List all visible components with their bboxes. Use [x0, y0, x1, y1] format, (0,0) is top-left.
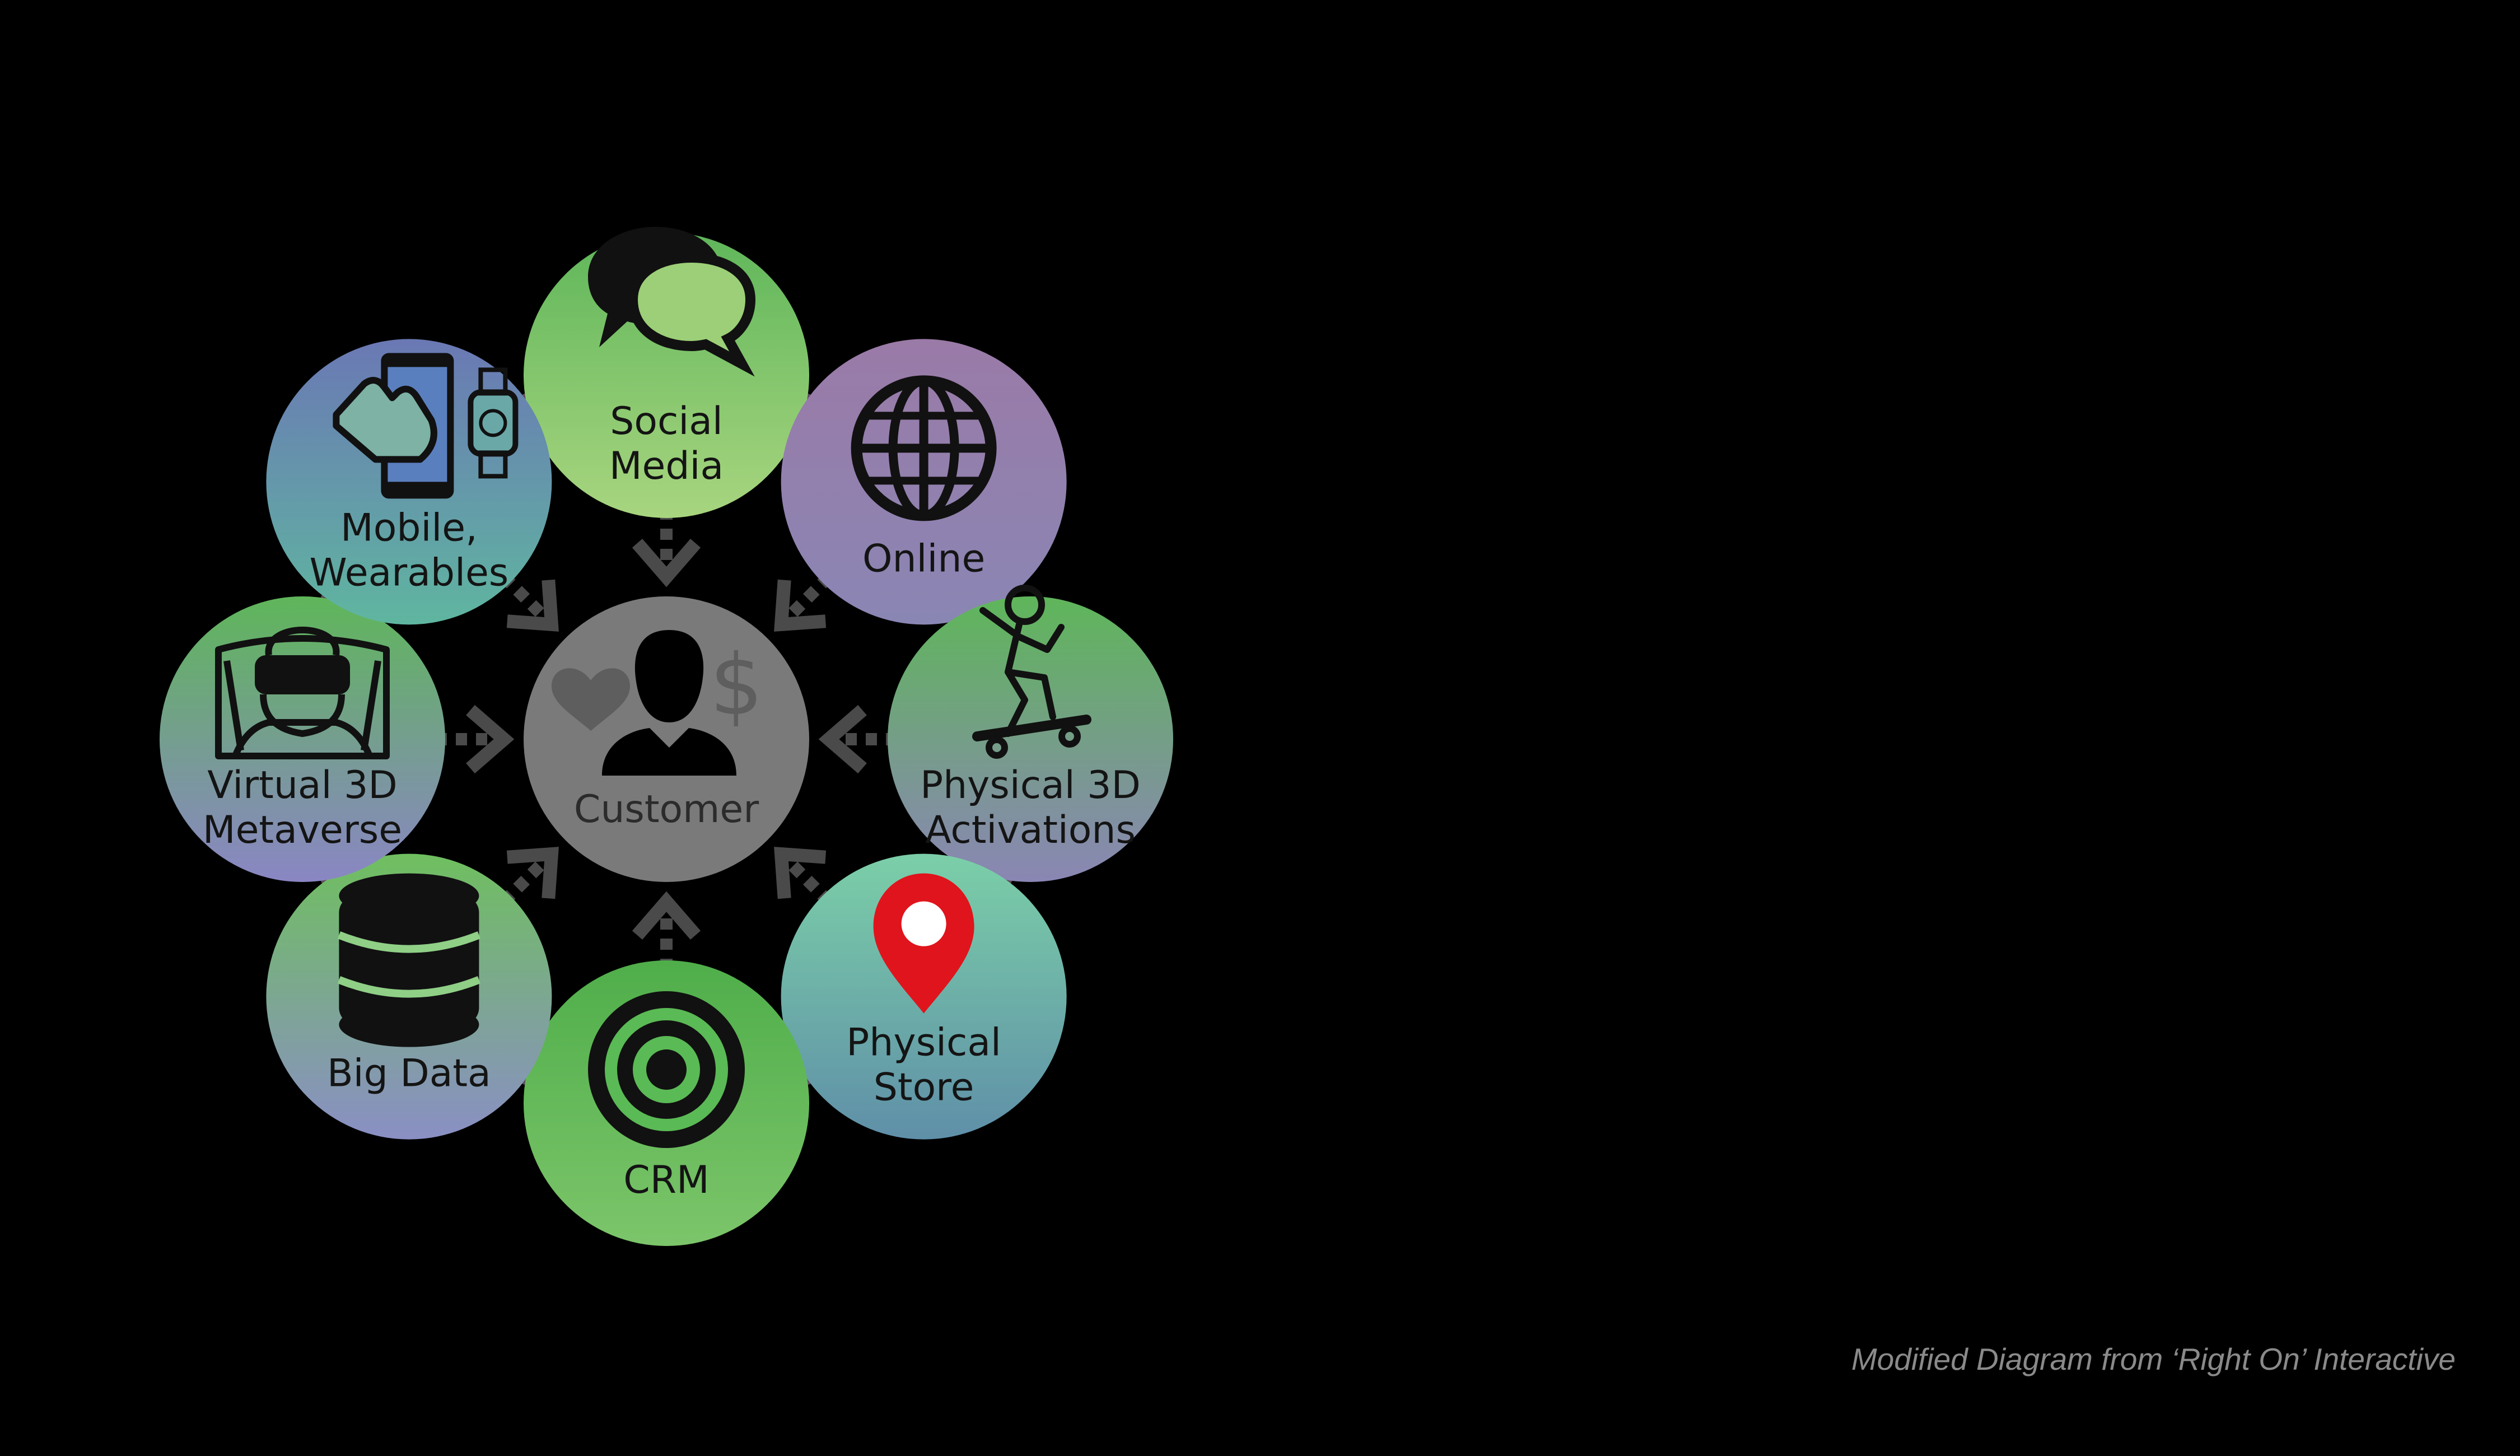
location-pin-icon	[873, 873, 974, 1014]
arrow-head	[466, 704, 515, 774]
target-icon	[588, 991, 745, 1148]
database-icon	[337, 873, 480, 1047]
node-mobile-wearables: Mobile,Wearables	[266, 339, 552, 625]
node-label: Social	[610, 399, 723, 444]
node-label: Activations	[925, 808, 1136, 852]
credit-caption: Modified Diagram from ‘Right On’ Interac…	[1851, 1342, 2456, 1376]
customer-node: $ Customer	[524, 596, 809, 882]
customer-label: Customer	[574, 787, 759, 832]
arrow-head	[818, 704, 867, 774]
node-label: Store	[874, 1066, 974, 1110]
speech-bubbles-icon	[588, 227, 756, 377]
heart-icon	[552, 668, 630, 731]
node-circle	[888, 596, 1173, 882]
smartphone-watch-icon	[333, 353, 519, 499]
node-crm: CRM	[524, 960, 809, 1246]
arrow-head	[632, 539, 701, 587]
customer-icon: $	[552, 630, 763, 776]
dollar-icon: $	[710, 637, 763, 734]
arrow-head	[774, 579, 827, 632]
skateboarder-icon	[972, 585, 1091, 759]
globe-icon	[851, 375, 997, 521]
arrow-head	[506, 847, 559, 899]
node-label: Mobile,	[340, 506, 478, 550]
node-label: Virtual 3D	[207, 763, 397, 808]
node-online: Online	[781, 339, 1067, 625]
arrow-head	[632, 891, 701, 940]
node-big-data: Big Data	[266, 853, 552, 1140]
node-label: Wearables	[310, 550, 509, 595]
person-body-icon	[602, 728, 736, 776]
node-label: Media	[609, 444, 724, 488]
node-label: Physical	[846, 1021, 1001, 1065]
person-head-icon	[634, 630, 704, 722]
node-label: Physical 3D	[920, 763, 1141, 808]
node-label: Big Data	[327, 1052, 491, 1096]
node-label: CRM	[623, 1158, 709, 1202]
customer-circle	[524, 596, 809, 882]
arrow-head	[774, 847, 827, 899]
vr-headset-icon	[215, 627, 390, 759]
arrow-head	[506, 579, 559, 632]
node-label: Online	[862, 536, 985, 581]
node-label: Metaverse	[203, 808, 402, 852]
